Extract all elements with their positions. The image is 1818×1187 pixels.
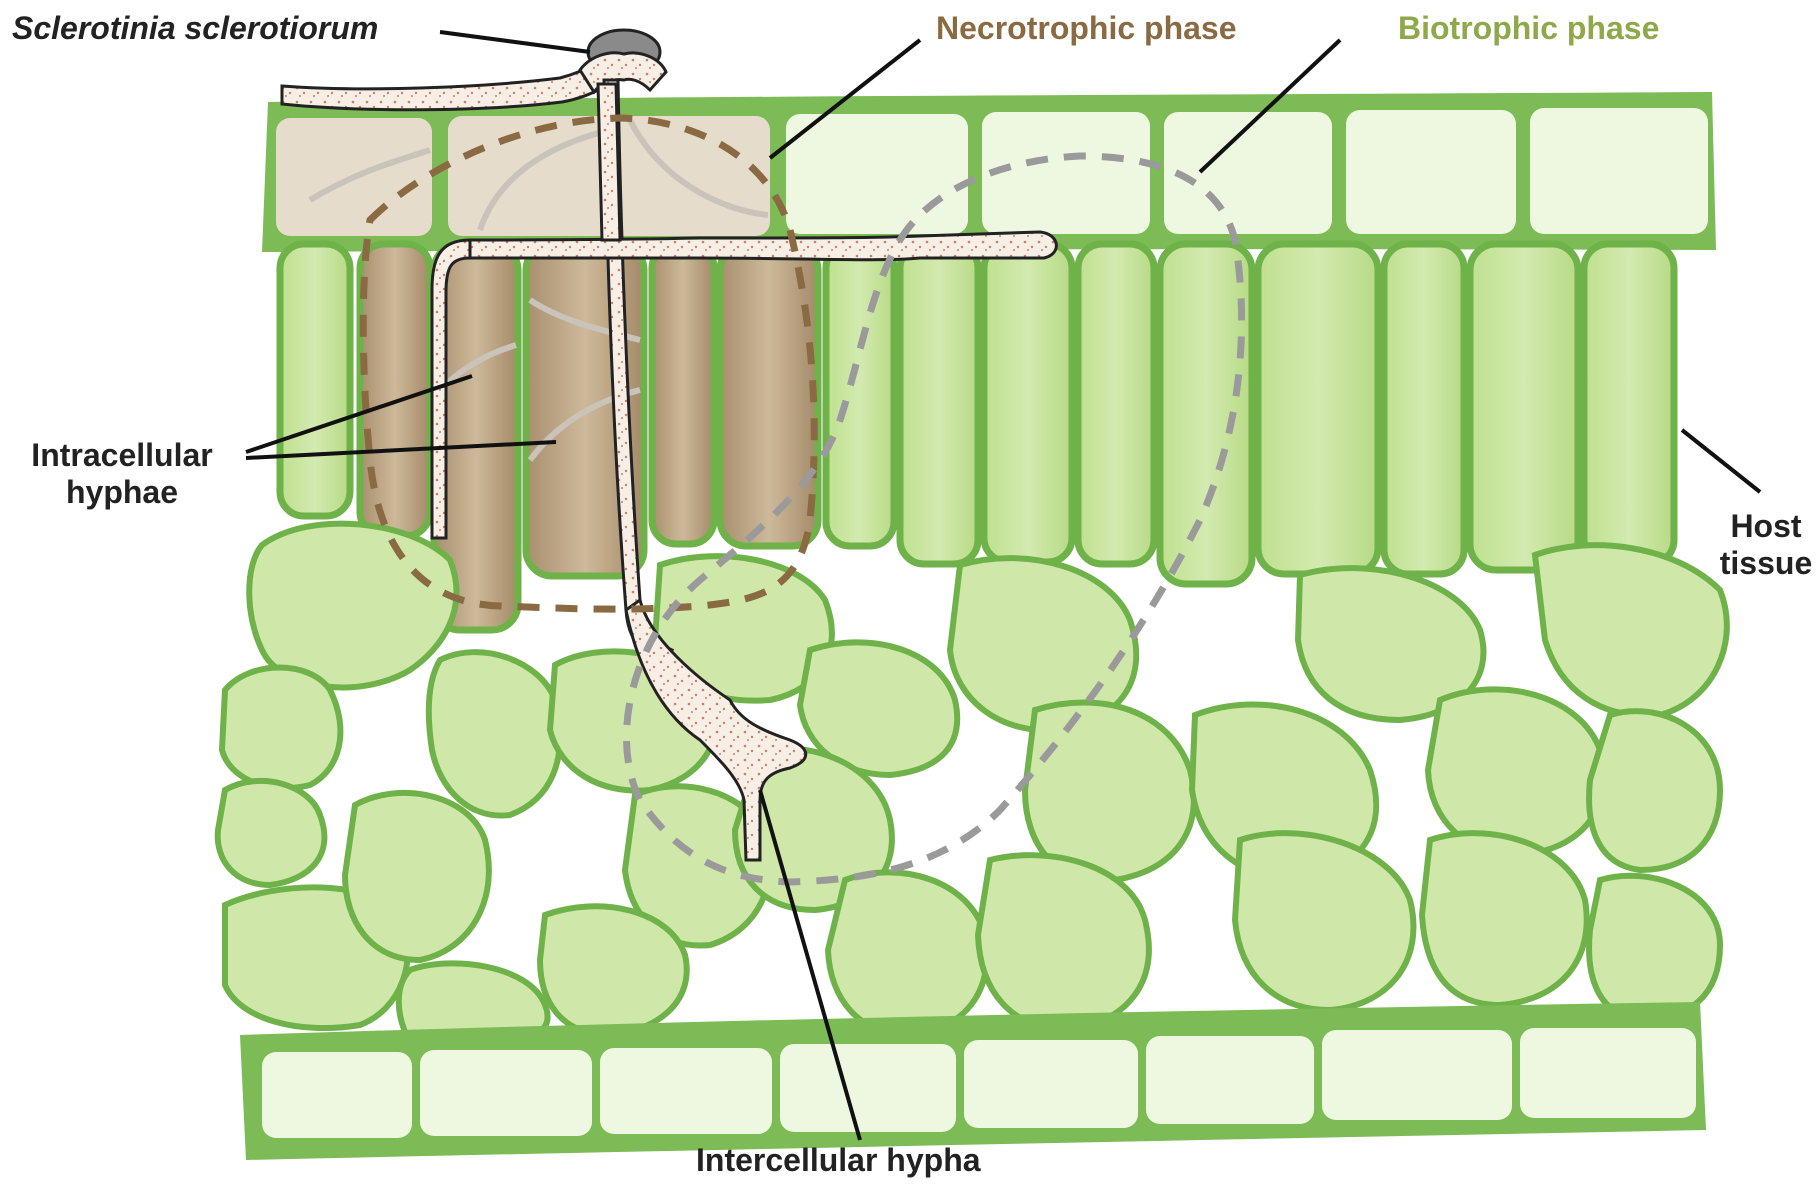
spongy-cell [222,668,340,789]
spongy-cell [540,906,687,1035]
spongy-mesophyll [218,524,1727,1042]
palisade-cell [1078,244,1154,564]
palisade-cell [360,244,430,536]
intracellular-line-1: Intracellular [14,437,230,474]
spongy-cell [249,524,456,688]
lower-epidermis-cell [780,1044,956,1132]
host-line-2: tissue [1716,545,1816,582]
lower-epidermis-cell [600,1048,772,1134]
epidermis-cell [1164,112,1332,234]
host-tissue-label: Host tissue [1716,508,1816,582]
lower-epidermis-cell [1322,1030,1512,1120]
epidermis-cell [1346,110,1516,234]
palisade-cell [900,244,978,564]
spongy-cell [1589,711,1720,870]
palisade-cell [1470,244,1578,570]
spongy-cell [345,793,489,960]
epidermis-cell [982,112,1150,234]
spongy-cell [1422,833,1587,1005]
palisade-cell [1584,244,1674,564]
spongy-cell [1589,876,1720,1020]
organism-leader [440,32,590,52]
spongy-cell [218,781,325,885]
epidermis-cell [786,114,968,234]
palisade-cell [1160,244,1252,584]
palisade-cell [720,244,818,546]
intercellular-hypha-label: Intercellular hypha [696,1142,981,1179]
palisade-cell [984,244,1072,562]
spongy-cell [429,652,560,815]
palisade-cell [1258,244,1378,574]
host-line-1: Host [1716,508,1816,545]
spongy-cell [1428,689,1603,855]
spongy-cell [1535,545,1727,715]
lower-epidermis-cell [420,1050,592,1136]
palisade-cell [826,244,894,546]
palisade-cell [652,244,714,544]
lower-epidermis-cell [1520,1028,1696,1118]
upper-epidermis [262,92,1716,252]
spongy-cell [1235,833,1413,1010]
spongy-cell [828,872,987,1035]
lower-epidermis-cell [1146,1036,1314,1124]
biotrophic-phase-label: Biotrophic phase [1398,10,1659,47]
necrotrophic-phase-label: Necrotrophic phase [936,10,1237,47]
palisade-cell [280,244,350,516]
lower-epidermis-cell [262,1052,412,1138]
infection-cushion [580,53,666,92]
palisade-cell [1384,244,1464,574]
lower-epidermis-cell [964,1040,1138,1128]
intracellular-line-2: hyphae [14,474,230,511]
epidermis-cell [1530,108,1708,234]
organism-label: Sclerotinia sclerotiorum [12,10,378,47]
penetrating-hypha [598,84,620,240]
host-leader [1682,430,1760,492]
intracellular-hyphae-label: Intracellular hyphae [14,437,230,511]
